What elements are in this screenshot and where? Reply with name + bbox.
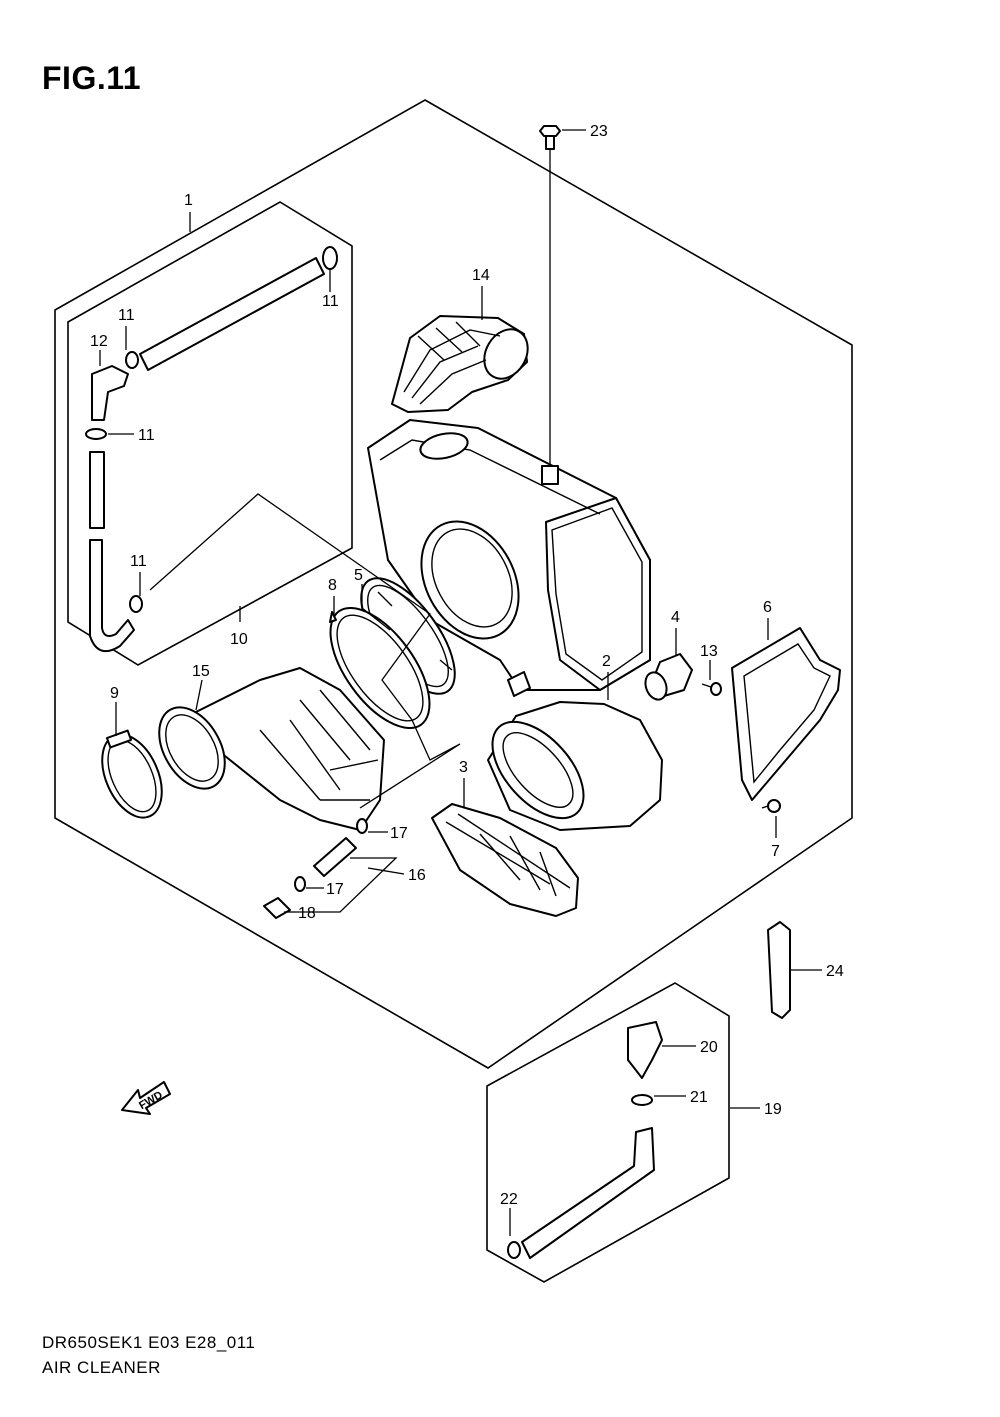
callout-6: 6 [763, 599, 772, 616]
cap-20 [627, 1021, 663, 1079]
callout-11-lower: 11 [130, 553, 147, 570]
callout-17-lower: 17 [326, 881, 344, 898]
callout-18: 18 [298, 905, 316, 922]
callout-4: 4 [671, 609, 680, 626]
diagram-name: AIR CLEANER [42, 1358, 161, 1377]
screw-13 [701, 682, 722, 696]
callout-11-upper: 11 [118, 307, 135, 324]
callout-9: 9 [110, 685, 119, 702]
clamp-9 [101, 729, 163, 819]
clip-21 [631, 1094, 653, 1106]
clip-17-upper [356, 818, 368, 834]
callout-23: 23 [590, 123, 608, 140]
hose-clip-left [85, 428, 107, 440]
leader-lines [99, 129, 822, 1236]
figure-title: FIG.11 [42, 60, 142, 96]
clip-17-lower [294, 876, 306, 892]
diagram-code: DR650SEK1 E03 E28_011 [42, 1333, 256, 1352]
breather-hose-short [89, 451, 105, 529]
hose-clip-mid [125, 351, 139, 369]
callout-10: 10 [230, 631, 248, 648]
drain-hose-19 [521, 1127, 655, 1259]
callout-labels: 1 2 3 4 5 6 7 8 9 10 11 11 11 11 12 13 1… [90, 123, 844, 1208]
callout-22: 22 [500, 1191, 518, 1208]
bracket-24 [767, 921, 791, 1019]
drain-hose-16 [313, 837, 357, 877]
drain-kit-frame [486, 982, 730, 1283]
callout-1: 1 [184, 192, 193, 209]
grommet-4 [644, 653, 693, 701]
callout-24: 24 [826, 963, 844, 980]
callout-5: 5 [354, 567, 363, 584]
hose-clip-upper [322, 246, 338, 270]
breather-hose-kit [85, 246, 338, 653]
callout-19: 19 [764, 1101, 782, 1118]
callout-3: 3 [459, 759, 468, 776]
callout-11-middle: 11 [138, 427, 155, 444]
side-cover-6 [731, 627, 841, 801]
callout-20: 20 [700, 1039, 718, 1056]
intake-boot-15 [158, 667, 385, 831]
hose-clip-lower [129, 595, 143, 613]
plug-18 [263, 897, 291, 919]
filter-cage-3 [431, 803, 579, 917]
callout-11-top: 11 [322, 293, 339, 310]
breather-hose-lower [89, 539, 135, 653]
joint-12 [91, 365, 129, 421]
air-cleaner-case [367, 419, 651, 697]
callout-13: 13 [700, 643, 718, 660]
intake-snorkel-14 [391, 315, 529, 413]
main-assembly-frame [54, 99, 853, 1069]
callout-12: 12 [90, 333, 108, 350]
callout-21: 21 [690, 1089, 708, 1106]
forward-arrow-icon: FWD [121, 1081, 171, 1115]
fwd-label: FWD [137, 1089, 165, 1112]
callout-8: 8 [328, 577, 337, 594]
callout-2: 2 [602, 653, 611, 670]
hose-kit-frame [67, 201, 353, 666]
callout-7: 7 [771, 843, 780, 860]
filter-element-2 [487, 701, 663, 831]
callout-17-upper: 17 [390, 825, 408, 842]
callout-16: 16 [408, 867, 426, 884]
breather-hose-upper [139, 257, 325, 371]
clip-22 [507, 1241, 521, 1259]
callout-14: 14 [472, 267, 490, 284]
drain-assembly [263, 818, 368, 919]
bolt-23 [539, 125, 561, 150]
callout-15: 15 [192, 663, 210, 680]
drain-kit [507, 1021, 663, 1259]
screw-7 [761, 799, 781, 813]
